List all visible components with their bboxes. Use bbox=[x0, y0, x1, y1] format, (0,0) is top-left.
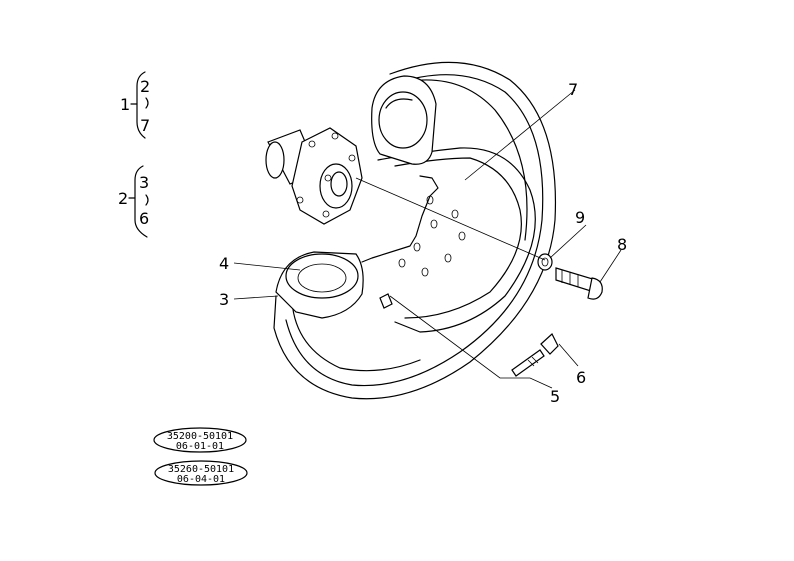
part-ref-1: 35200-50101 06-01-01 bbox=[153, 427, 247, 453]
callout-labels: 7 9 8 4 3 6 5 bbox=[219, 80, 627, 406]
group-1-child-a: 2 bbox=[140, 77, 150, 96]
wheel-rim bbox=[361, 147, 536, 333]
group-1-child-b: 7 bbox=[140, 116, 150, 135]
group-2-parent: 2 bbox=[118, 189, 128, 208]
group-legend-2: 2 3 6 bbox=[118, 165, 149, 238]
valve-stem bbox=[379, 293, 545, 377]
tire bbox=[273, 61, 557, 400]
callout-6: 6 bbox=[576, 368, 586, 387]
part-ref-2-code: 35260-50101 bbox=[168, 464, 234, 475]
callout-5: 5 bbox=[550, 387, 560, 406]
group-legend-1: 1 2 7 bbox=[120, 71, 150, 139]
callout-4: 4 bbox=[219, 254, 229, 273]
group-2-child-a: 3 bbox=[139, 173, 149, 192]
part-ref-1-sub: 06-01-01 bbox=[176, 441, 224, 452]
callout-8: 8 bbox=[617, 235, 627, 254]
callout-7: 7 bbox=[568, 80, 578, 99]
wheel-bolt bbox=[555, 267, 603, 300]
callout-9: 9 bbox=[575, 208, 585, 227]
valve-cap bbox=[540, 333, 559, 355]
part-ref-2: 35260-50101 06-04-01 bbox=[154, 460, 248, 486]
part-ref-2-sub: 06-04-01 bbox=[177, 474, 225, 485]
hub-assembly bbox=[265, 127, 363, 225]
group-2-child-b: 6 bbox=[139, 209, 149, 228]
callout-3: 3 bbox=[219, 290, 229, 309]
part-ref-1-code: 35200-50101 bbox=[167, 431, 233, 442]
leader-lines bbox=[233, 89, 622, 389]
washer bbox=[537, 253, 553, 271]
group-1-parent: 1 bbox=[120, 95, 130, 114]
